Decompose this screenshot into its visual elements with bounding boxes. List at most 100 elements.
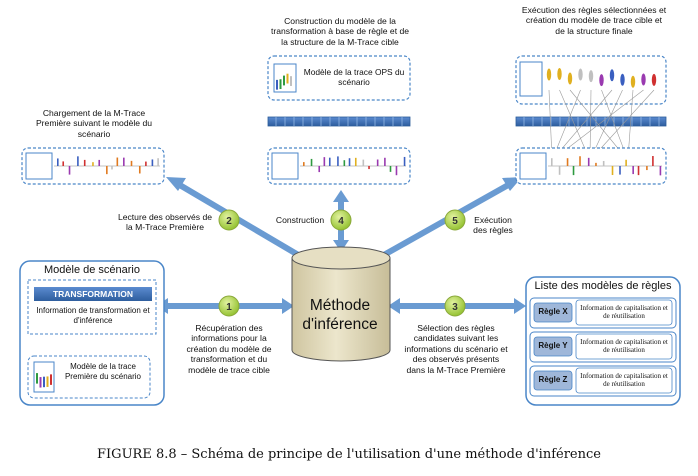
trace-glyph <box>323 157 326 166</box>
rule-glyph <box>578 68 583 81</box>
trace-glyph <box>558 166 561 175</box>
trace-glyph <box>157 158 159 166</box>
premiere-model-text: Modèle de la trace Première du scénario <box>64 362 142 381</box>
rules-panel-title: Liste des modèles de règles <box>534 280 672 292</box>
step-circle-4 <box>330 209 352 231</box>
mini-glyph <box>50 374 52 385</box>
step-number-3: 3 <box>452 302 458 313</box>
inference-cylinder <box>291 246 391 362</box>
trace-glyph <box>362 159 365 166</box>
trace-glyph <box>151 159 154 166</box>
trace-glyph <box>376 159 379 166</box>
trace-glyph <box>652 156 654 166</box>
trace-glyph <box>551 158 553 166</box>
mini-glyph <box>283 75 285 86</box>
trace-glyph <box>343 160 346 166</box>
trace-glyph <box>318 166 321 173</box>
trace-glyph <box>579 156 581 166</box>
ops-model-text: Modèle de la trace OPS du scénario <box>303 67 405 88</box>
trace-glyph <box>403 156 406 166</box>
premiere-trace-panel <box>21 147 165 185</box>
trace-glyph <box>632 166 634 175</box>
trace-glyph <box>130 160 133 166</box>
trace-glyph <box>68 166 71 175</box>
rule-x-button: Règle X <box>538 307 568 316</box>
step-circle-1 <box>218 295 240 317</box>
rule-glyph <box>620 73 625 86</box>
label-top-right: Exécution des règles sélectionnées et cr… <box>521 5 667 36</box>
step-5-label: Exécution des règles <box>473 215 513 236</box>
trace-glyph <box>98 159 101 166</box>
rule-glyph <box>588 70 594 83</box>
rules-list-panel <box>525 276 681 406</box>
trace-glyph <box>116 157 119 166</box>
trace-glyph <box>138 166 141 174</box>
rule-glyph <box>546 68 552 81</box>
mapping-line <box>591 89 655 159</box>
mapping-lines <box>548 89 655 159</box>
mapping-line <box>554 89 644 159</box>
rule-z-button: Règle Z <box>538 375 568 384</box>
mini-glyph <box>43 376 45 388</box>
trace-glyph <box>611 166 614 176</box>
trace-glyph <box>145 161 147 166</box>
trace-glyph <box>602 160 605 166</box>
timeline-bar-center <box>267 116 411 127</box>
rule-glyph <box>641 73 646 86</box>
figure-caption: FIGURE 8.8 – Schéma de principe de l'uti… <box>97 447 601 462</box>
mapping-line <box>601 89 628 159</box>
rule-glyph <box>599 74 604 87</box>
trace-glyph <box>572 166 575 176</box>
scenario-model-panel <box>19 260 165 406</box>
step-3-label: Sélection des règles candidates suivant … <box>404 323 508 375</box>
mapping-line <box>548 89 553 159</box>
mapping-line <box>559 89 590 159</box>
step-2-label: Lecture des observés de la M-Trace Premi… <box>117 212 213 233</box>
ops-model-panel <box>267 55 411 101</box>
trace-glyph <box>310 158 313 166</box>
final-trace-panel <box>515 147 667 185</box>
step-circle-2 <box>218 209 240 231</box>
mini-glyph <box>36 373 38 384</box>
trace-glyph <box>57 158 59 166</box>
trace-glyph <box>625 159 627 166</box>
mini-glyph <box>39 377 42 388</box>
trace-glyph <box>389 166 392 172</box>
trace-glyph <box>587 157 590 166</box>
trace-glyph <box>92 162 94 166</box>
trace-glyph <box>384 157 386 166</box>
rule-glyph <box>609 69 615 82</box>
timeline-bar-right <box>515 116 667 127</box>
trace-glyph <box>303 162 305 166</box>
rule-glyph <box>557 68 562 81</box>
trace-glyph <box>646 166 648 171</box>
mini-glyph <box>286 73 289 84</box>
trace-glyph <box>395 166 398 176</box>
step-4-label: Construction <box>275 215 325 225</box>
trace-glyph <box>106 166 108 175</box>
label-top-left: Chargement de la M-Trace Première suivan… <box>35 108 153 139</box>
trace-glyph <box>348 158 351 166</box>
trace-glyph <box>368 166 370 170</box>
transformation-header: TRANSFORMATION <box>52 289 134 299</box>
mapping-line <box>552 89 581 159</box>
trace-glyph <box>659 166 662 176</box>
trace-glyph <box>62 161 65 166</box>
rule-glyph <box>630 75 636 88</box>
mapping-line <box>553 89 613 159</box>
mini-glyph <box>276 79 278 90</box>
label-top-center: Construction du modèle de la transformat… <box>270 16 410 47</box>
step-circle-5 <box>444 209 466 231</box>
rule-x-info: Information de capitalisation et de réut… <box>580 304 668 321</box>
trace-glyph <box>328 157 331 166</box>
step-circle-3 <box>444 295 466 317</box>
rule-y-button: Règle Y <box>538 341 568 350</box>
trace-glyph <box>354 157 357 166</box>
mapping-line <box>590 89 623 159</box>
trace-glyph <box>595 162 597 166</box>
step-number-4: 4 <box>338 216 344 227</box>
trace-glyph <box>337 156 339 166</box>
step-number-1: 1 <box>226 302 232 313</box>
trace-glyph <box>619 166 621 175</box>
